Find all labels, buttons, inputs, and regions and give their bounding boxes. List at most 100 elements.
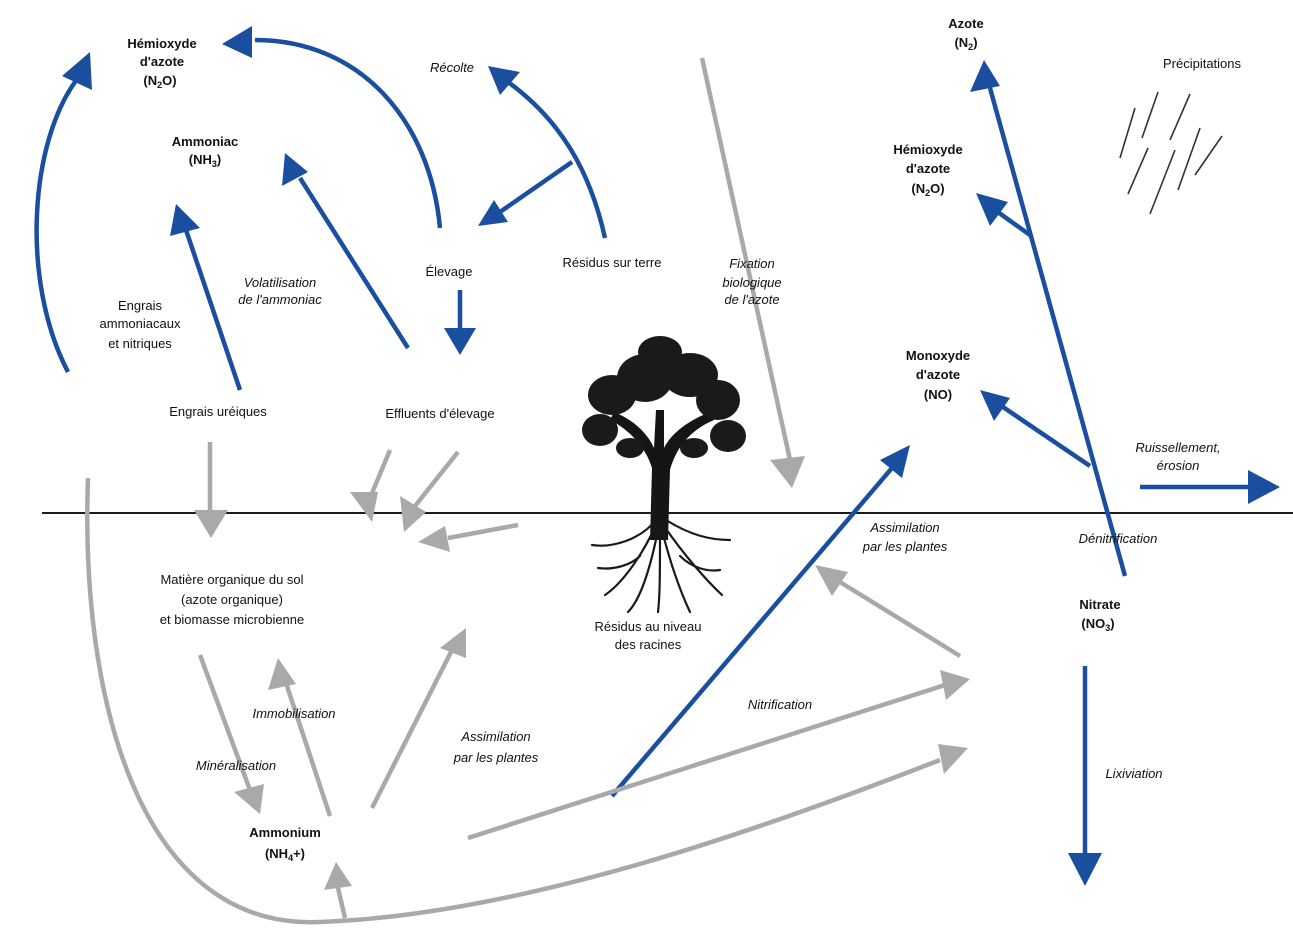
arrow-fixation <box>699 57 793 461</box>
label-monoxyde-2: d'azote <box>916 367 960 382</box>
arrowhead <box>170 204 200 236</box>
arrow-residus-to-recolte <box>506 80 608 239</box>
label-hemioxyde-right-3: (N2O) <box>911 181 944 198</box>
label-ruissellement-2: érosion <box>1157 458 1200 473</box>
label-residus-racines-1: Résidus au niveau <box>595 619 702 634</box>
label-nitrate-1: Nitrate <box>1079 597 1120 612</box>
arrowhead <box>976 193 1008 226</box>
label-matiere-1: Matière organique du sol <box>160 572 303 587</box>
arrow-assimilation-ammonium <box>369 648 455 810</box>
label-engrais-amm-2: ammoniacaux <box>100 316 181 331</box>
arrow-nitrate-to-n2 <box>987 87 1128 577</box>
arrowhead <box>282 153 308 186</box>
arrowhead <box>222 26 252 58</box>
arrow-bottom-curve <box>85 477 941 925</box>
arrow-nitrification <box>467 682 946 841</box>
labels: Hémioxyde d'azote (N2O) Ammoniac (NH3) R… <box>100 16 1242 863</box>
label-elevage: Élevage <box>426 264 473 279</box>
label-assimilation-top-1: Assimilation <box>869 520 939 535</box>
label-engrais-amm-3: et nitriques <box>108 336 172 351</box>
arrowhead <box>880 445 910 478</box>
label-nitrification: Nitrification <box>748 697 812 712</box>
label-monoxyde-1: Monoxyde <box>906 348 970 363</box>
arrow-effluents-2 <box>413 450 460 508</box>
label-azote-1: Azote <box>948 16 983 31</box>
arrowhead <box>1068 853 1102 886</box>
arrowhead <box>938 744 968 774</box>
label-effluents: Effluents d'élevage <box>385 406 494 421</box>
arrow-elevage-to-n2o <box>254 37 443 229</box>
label-monoxyde-3: (NO) <box>924 387 952 402</box>
arrow-nitrate-assimilation <box>838 580 962 658</box>
arrowhead <box>444 328 476 355</box>
label-hemioxyde-left-1: Hémioxyde <box>127 36 196 51</box>
arrowhead <box>234 784 264 814</box>
label-fixation-2: biologique <box>722 275 781 290</box>
arrow-denitrif-to-n2o <box>993 208 1032 237</box>
label-nitrate-2: (NO3) <box>1081 616 1114 633</box>
label-mineralisation: Minéralisation <box>196 758 276 773</box>
label-azote-2: (N2) <box>954 35 977 52</box>
label-assimilation-top-2: par les plantes <box>862 539 948 554</box>
label-denitrification: Dénitrification <box>1079 531 1158 546</box>
arrow-mineralisation <box>197 654 253 791</box>
label-lixiviation: Lixiviation <box>1105 766 1162 781</box>
label-volatilisation-1: Volatilisation <box>244 275 317 290</box>
label-ammoniac-1: Ammoniac <box>172 134 238 149</box>
arrow-to-ammonium <box>335 887 348 919</box>
label-precipitations: Précipitations <box>1163 56 1242 71</box>
arrowhead <box>970 60 1000 92</box>
label-ammonium-2: (NH4+) <box>265 846 305 863</box>
arrow-immobilisation <box>282 679 333 817</box>
label-volatilisation-2: de l'ammoniac <box>238 292 322 307</box>
label-engrais-amm-1: Engrais <box>118 298 163 313</box>
label-recolte: Récolte <box>430 60 474 75</box>
arrowhead <box>194 510 228 538</box>
label-hemioxyde-left-2: d'azote <box>140 54 184 69</box>
arrow-residus-to-elevage <box>498 160 574 214</box>
arrowhead <box>488 66 520 95</box>
label-ammoniac-2: (NH3) <box>189 152 221 169</box>
label-matiere-2: (azote organique) <box>181 592 283 607</box>
arrow-engrais-to-n2o <box>34 76 80 374</box>
arrowhead <box>478 200 508 226</box>
arrowhead <box>268 658 296 690</box>
arrowhead <box>418 526 450 552</box>
label-hemioxyde-right-2: d'azote <box>906 161 950 176</box>
arrowhead <box>815 565 848 596</box>
rain-icon <box>1119 91 1223 215</box>
arrowhead <box>1248 470 1280 504</box>
label-ruissellement-1: Ruissellement, <box>1135 440 1220 455</box>
grey-arrows <box>85 57 970 925</box>
arrowhead <box>980 390 1010 421</box>
arrowhead <box>324 862 352 890</box>
label-assimilation-bottom-2: par les plantes <box>453 750 539 765</box>
label-hemioxyde-right-1: Hémioxyde <box>893 142 962 157</box>
arrowhead <box>350 492 378 522</box>
arrowhead <box>440 628 466 658</box>
label-fixation-1: Fixation <box>729 256 775 271</box>
label-engrais-ureiques: Engrais uréiques <box>169 404 267 419</box>
arrowhead <box>62 52 92 90</box>
arrowhead <box>770 456 805 488</box>
arrowhead <box>940 670 970 700</box>
arrow-effluents-1 <box>367 449 393 499</box>
arrow-effluents-3 <box>447 522 519 541</box>
label-assimilation-bottom-1: Assimilation <box>460 729 530 744</box>
label-hemioxyde-left-3: (N2O) <box>143 73 176 90</box>
arrow-ammonium-to-no <box>610 466 894 798</box>
arrow-effluents-to-ammoniac <box>298 176 410 350</box>
arrow-denitrif-to-no <box>998 403 1092 468</box>
label-immobilisation: Immobilisation <box>252 706 335 721</box>
label-residus-terre: Résidus sur terre <box>563 255 662 270</box>
arrowhead <box>400 496 426 532</box>
tree-icon <box>582 336 746 614</box>
blue-arrows <box>34 26 1280 886</box>
label-fixation-3: de l'azote <box>724 292 779 307</box>
label-ammonium-1: Ammonium <box>249 825 321 840</box>
label-matiere-3: et biomasse microbienne <box>160 612 305 627</box>
arrow-uree-to-ammoniac <box>183 229 243 391</box>
label-residus-racines-2: des racines <box>615 637 682 652</box>
